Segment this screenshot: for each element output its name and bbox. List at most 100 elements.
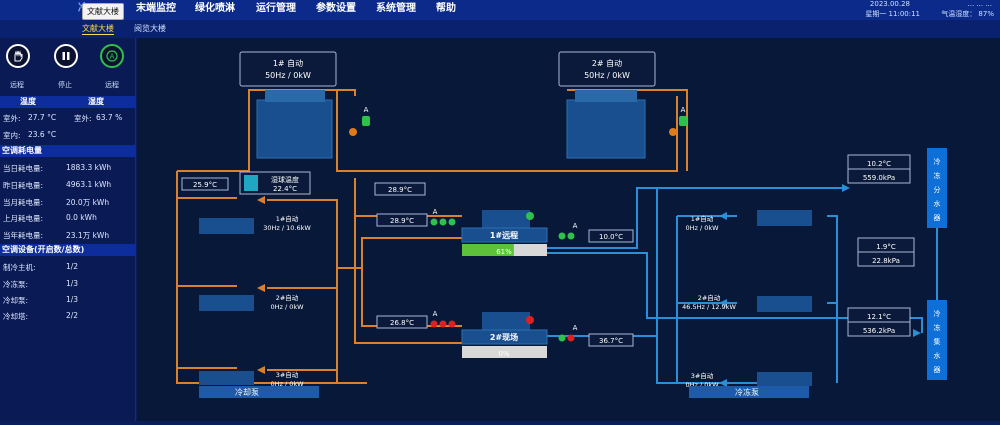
chiller2-lamp-a xyxy=(430,320,438,328)
chiller2-lamp-c xyxy=(448,320,456,328)
sidebar: A 远程 停止 远程 温度 湿度 室外: 27.7 °C 室外: 63.7 % … xyxy=(0,38,136,421)
return-header-vessel[interactable] xyxy=(927,300,947,380)
wet-bulb-value: 22.4°C xyxy=(273,185,297,193)
cooling-tower-1[interactable]: 1# 自动 50Hz / 0kW A xyxy=(239,51,370,159)
cooling-pump2-status: 2#自动 xyxy=(276,293,299,302)
sub-nav-bar: 文献大楼 阅览大楼 xyxy=(0,20,1000,38)
cooling-pump3-body xyxy=(199,371,254,385)
chiller2-out-temp: 36.7°C xyxy=(599,337,623,345)
supply-header-temp: 10.2°C xyxy=(867,160,891,168)
outdoor-temp-label: 室外: xyxy=(3,114,21,123)
return-header-char: 集 xyxy=(934,337,941,346)
tower2-power: 50Hz / 0kW xyxy=(584,71,630,80)
return-header-char: 器 xyxy=(934,366,941,374)
equip-label-tower: 冷却塔: xyxy=(3,312,29,321)
remote-control-button[interactable] xyxy=(6,44,30,68)
chiller-2[interactable]: 26.8°C A 2#现场 0% A 36.7°C xyxy=(376,310,634,358)
chiller2-run-indicator xyxy=(526,316,534,324)
nav-item-system[interactable]: 系统管理 xyxy=(376,3,416,14)
chiller1-mode-marker: A xyxy=(433,208,438,216)
chiller1-run-indicator xyxy=(526,212,534,220)
chiller1-out-lamp-b xyxy=(567,232,575,240)
nav-item-help[interactable]: 帮助 xyxy=(436,3,456,14)
chiller2-in-temp-box xyxy=(376,315,428,329)
supply-header-char: 分 xyxy=(934,185,941,194)
cooling-pump3-power: 0Hz / 0kW xyxy=(270,380,304,388)
chilled-pump-3[interactable]: 3#自动 0Hz / 0kW xyxy=(685,371,812,389)
outdoor-temp-value: 27.7 °C xyxy=(28,113,57,122)
auto-icon: A xyxy=(106,50,118,62)
cooling-pump-3[interactable]: 3#自动 0Hz / 0kW xyxy=(199,370,304,388)
equip-label-chilled-pump: 冷冻泵: xyxy=(3,280,29,289)
tower1-info-box xyxy=(239,51,337,87)
indoor-temp-value: 23.6 °C xyxy=(28,130,57,139)
arrow-right xyxy=(842,184,850,192)
arrow-left xyxy=(719,212,727,220)
energy-label-month: 当月耗电量: xyxy=(3,198,44,207)
chilled-water-pipes xyxy=(547,187,938,384)
chiller1-label: 1#远程 xyxy=(490,230,518,240)
chiller2-body xyxy=(461,329,548,345)
pause-icon xyxy=(62,52,70,60)
nav-item-params[interactable]: 参数设置 xyxy=(316,3,356,14)
energy-label-year: 当年耗电量: xyxy=(3,231,44,240)
wet-bulb-label: 湿球温度 xyxy=(271,175,299,184)
tower1-mode-marker: A xyxy=(364,106,369,114)
chilled-pump1-body xyxy=(757,210,812,226)
tab-building-1[interactable]: 文献大楼 xyxy=(82,24,114,35)
cooling-pump-2[interactable]: 2#自动 0Hz / 0kW xyxy=(199,293,304,311)
stop-button[interactable] xyxy=(54,44,78,68)
tower2-body xyxy=(566,99,646,159)
equip-value-tower: 2/2 xyxy=(66,311,79,320)
supply-header-press: 559.0kPa xyxy=(863,174,895,182)
chiller1-out-temp: 10.0°C xyxy=(599,233,623,241)
nav-item-terminal[interactable]: 末端监控 xyxy=(136,3,176,14)
chiller1-out-lamp-a xyxy=(558,232,566,240)
tower2-fan xyxy=(575,90,637,102)
return-header-press: 536.2kPa xyxy=(863,327,895,335)
energy-value-lastmonth: 0.0 kWh xyxy=(66,213,97,222)
chilled-pump-1[interactable]: 1#自动 0Hz / 0kW xyxy=(685,210,812,232)
outdoor-hum-value: 63.7 % xyxy=(96,113,123,122)
chiller-1[interactable]: 28.9°C A 1#远程 61% A 10.0°C xyxy=(376,208,634,256)
energy-value-year: 23.1万 kWh xyxy=(66,231,110,240)
chiller2-load-bar xyxy=(462,346,547,358)
cooling-tower-2[interactable]: 2# 自动 50Hz / 0kW A xyxy=(558,51,687,159)
tower1-fan xyxy=(265,90,325,102)
auto-button[interactable]: A xyxy=(100,44,124,68)
tower1-power: 50Hz / 0kW xyxy=(265,71,311,80)
cw-supply-temp-box xyxy=(374,182,426,196)
chiller1-in-temp: 28.9°C xyxy=(390,217,414,225)
time-display: 星期一 11:00:11 xyxy=(865,10,920,18)
energy-label-lastmonth: 上月耗电量: xyxy=(3,214,44,223)
chilled-pump2-body xyxy=(757,296,812,312)
hand-icon xyxy=(14,50,23,62)
chilled-pump-title: 冷冻泵 xyxy=(735,387,759,397)
tab-building-2[interactable]: 阅览大楼 xyxy=(134,24,166,33)
chiller1-out-mode-marker: A xyxy=(573,222,578,230)
tower2-info-box xyxy=(558,51,656,87)
process-diagram: 1# 自动 50Hz / 0kW A 2# 自动 50Hz / 0kW A 湿球… xyxy=(137,38,1000,421)
equip-label-chiller: 制冷主机: xyxy=(3,263,36,272)
chilled-pump3-body xyxy=(757,372,812,386)
supply-header-vessel[interactable] xyxy=(927,148,947,228)
temp-col-head: 温度 xyxy=(20,97,36,106)
energy-label-yesterday: 昨日耗电量: xyxy=(3,181,44,190)
chiller1-lamp-c xyxy=(448,218,456,226)
chiller2-label: 2#现场 xyxy=(490,332,518,342)
equip-value-chilled-pump: 1/3 xyxy=(66,279,79,288)
chilled-pump2-power: 46.5Hz / 12.9kW xyxy=(682,303,736,311)
nav-item-irrigation[interactable]: 绿化喷淋 xyxy=(195,3,235,14)
supply-header-char: 冷 xyxy=(934,157,941,166)
arrow-left xyxy=(257,366,265,374)
arrow-left xyxy=(257,284,265,292)
cooling-pump2-power: 0Hz / 0kW xyxy=(270,303,304,311)
chilled-pump-2[interactable]: 2#自动 46.5Hz / 12.9kW xyxy=(682,293,812,312)
supply-header-char: 水 xyxy=(934,199,941,208)
nav-item-operation[interactable]: 运行管理 xyxy=(256,3,296,14)
cooling-pump-1[interactable]: 1#自动 30Hz / 10.6kW xyxy=(199,214,311,234)
date-display: 2023.00.28 xyxy=(869,0,910,8)
return-header-char: 冷 xyxy=(934,309,941,318)
cooling-pump-title: 冷却泵 xyxy=(235,387,259,397)
equip-value-cooling-pump: 1/3 xyxy=(66,295,79,304)
